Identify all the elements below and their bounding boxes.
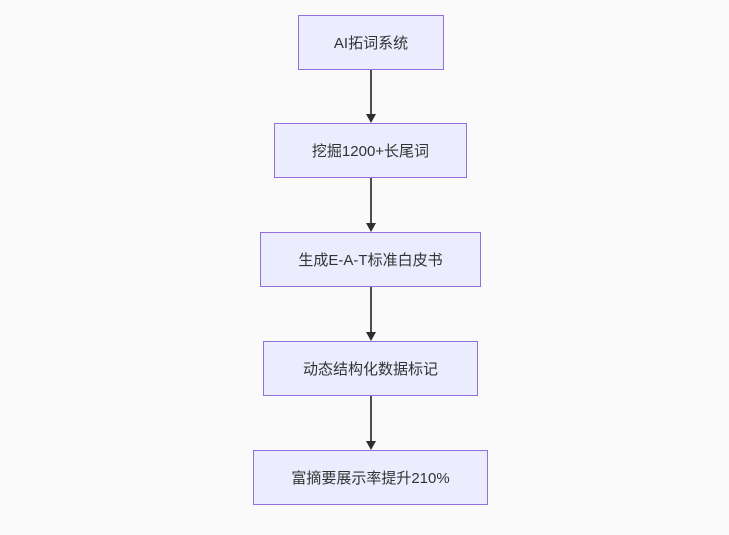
flowchart-node-eat-whitepaper: 生成E-A-T标准白皮书 [260,232,481,287]
flowchart-node-ai-system: AI拓词系统 [298,15,444,70]
flow-arrow-1 [365,70,377,123]
arrow-down-icon [366,332,376,341]
arrow-line [370,396,372,441]
node-label: 富摘要展示率提升210% [291,470,450,487]
node-label: 生成E-A-T标准白皮书 [298,252,443,269]
arrow-line [370,178,372,223]
arrow-down-icon [366,441,376,450]
flowchart-node-longtail-mining: 挖掘1200+长尾词 [274,123,467,178]
flow-arrow-4 [365,396,377,450]
flowchart-node-structured-data: 动态结构化数据标记 [263,341,478,396]
node-label: 动态结构化数据标记 [302,361,438,378]
arrow-down-icon [366,114,376,123]
arrow-line [370,70,372,114]
flow-arrow-3 [365,287,377,341]
arrow-line [370,287,372,332]
flowchart-node-rich-snippet-result: 富摘要展示率提升210% [253,450,488,505]
node-label: 挖掘1200+长尾词 [311,143,430,160]
node-label: AI拓词系统 [333,35,409,52]
arrow-down-icon [366,223,376,232]
flow-arrow-2 [365,178,377,232]
